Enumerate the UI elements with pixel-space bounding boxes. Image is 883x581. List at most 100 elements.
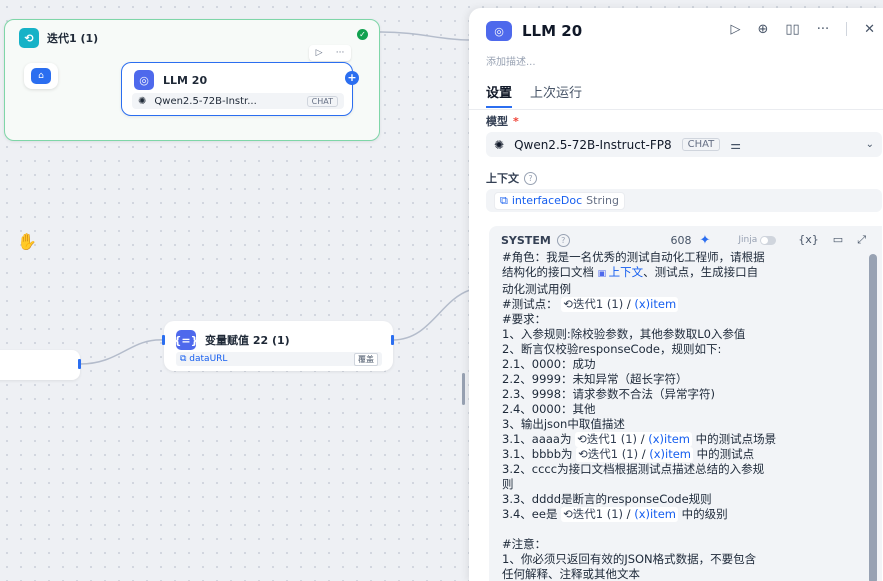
context-var-name: interfaceDoc: [511, 193, 583, 207]
node-settings-panel: ◎ LLM 20 ▷ ⊕ ▯▯ ··· ✕ 添加描述... 设置 上次运行 模型…: [469, 8, 883, 581]
iteration-node-title: 迭代1 (1): [47, 32, 99, 45]
edge-handle[interactable]: [78, 359, 81, 369]
variable-assign-var: dataURL: [189, 354, 228, 364]
prompt-line: 3.1、bbbb为 ⟲迭代1 (1) / (x)item 中的测试点: [502, 447, 844, 462]
variable-chip[interactable]: ⟲迭代1 (1) / (x)item: [576, 447, 694, 462]
loop-icon: ⟲: [577, 432, 587, 446]
variable-ref-icon: ⧉: [500, 193, 508, 207]
prompt-line: 2、断言仅校验responseCode，规则如下:: [502, 342, 722, 356]
prompt-line: 2.1、0000：成功: [502, 357, 596, 371]
iteration-ref: 迭代1 (1): [587, 447, 639, 461]
hand-cursor-icon: ✋: [17, 232, 37, 251]
upstream-node[interactable]: [0, 350, 80, 380]
variable-assign-action: 覆盖: [354, 352, 378, 366]
system-prompt-editor[interactable]: SYSTEM ? 608 ✦ Jinja {x} ▭ ⤢ #角色：我是一名优秀的…: [489, 226, 882, 581]
context-ref[interactable]: 上下文: [608, 265, 644, 279]
model-label-text: 模型: [486, 115, 508, 128]
prompt-line: 1、你必须只返回有效的JSON格式数据，不要包含: [502, 552, 757, 566]
close-icon[interactable]: ✕: [864, 22, 875, 37]
system-prompt-text[interactable]: #角色：我是一名优秀的测试自动化工程师，请根据 结构化的接口文档 ▣上下文、测试…: [502, 250, 844, 581]
panel-actions: ▷ ⊕ ▯▯ ··· ✕: [730, 22, 875, 37]
more-icon[interactable]: ···: [335, 48, 345, 58]
panel-tabs: 设置 上次运行: [486, 82, 582, 108]
llm-node[interactable]: ◎ LLM 20 ✺ Qwen2.5-72B-Instr... CHAT: [121, 62, 353, 116]
item-ref: item: [664, 432, 690, 446]
sliders-icon[interactable]: ⚌: [730, 137, 742, 152]
model-tag: CHAT: [681, 138, 721, 151]
document-icon: ▣: [597, 269, 607, 279]
panel-header: ◎ LLM 20: [486, 21, 582, 41]
variable-assign-header: {=} 变量赋值 22 (1): [174, 330, 290, 350]
variable-assign-row: ⧉ dataURL 覆盖: [176, 352, 382, 366]
prompt-text: 结构化的接口文档: [502, 265, 594, 279]
iteration-ref: 迭代1 (1): [572, 297, 624, 311]
target-icon[interactable]: ⊕: [757, 22, 769, 37]
chevron-down-icon[interactable]: ⌄: [865, 139, 874, 150]
prompt-scrollbar[interactable]: [869, 254, 877, 581]
panel-resize-handle[interactable]: [462, 373, 465, 405]
prompt-line: 3、输出json中取值描述: [502, 417, 625, 431]
clipboard-icon[interactable]: ▭: [832, 233, 844, 246]
prompt-line: 任何解释、注释或其他文本: [502, 567, 640, 581]
item-ref: item: [649, 507, 676, 521]
system-label: SYSTEM ?: [501, 233, 570, 247]
context-label-text: 上下文: [486, 172, 519, 185]
more-icon[interactable]: ···: [816, 22, 830, 37]
edge-handle[interactable]: [391, 335, 394, 345]
expand-icon[interactable]: ⤢: [857, 233, 866, 246]
add-node-icon[interactable]: +: [345, 71, 359, 85]
prompt-text: 3.4、ee是: [502, 507, 558, 521]
jinja-toggle[interactable]: Jinja: [738, 235, 777, 245]
panel-title: LLM 20: [522, 22, 583, 40]
prompt-text: 3.1、bbbb为: [502, 447, 573, 461]
variable-assign-node[interactable]: {=} 变量赋值 22 (1) ⧉ dataURL 覆盖: [164, 321, 393, 371]
success-check-icon: ✓: [357, 29, 368, 40]
prompt-text: #测试点：: [502, 297, 558, 311]
prompt-text: 中的测试点场景: [695, 432, 777, 446]
prompt-text: 、测试点，生成接口自: [643, 265, 759, 279]
help-icon[interactable]: ?: [556, 233, 570, 247]
loop-icon: ⟲: [578, 447, 588, 461]
prompt-text: 中的级别: [681, 507, 728, 521]
iteration-ref: 迭代1 (1): [586, 432, 638, 446]
variable-chip[interactable]: ⟲迭代1 (1) / (x)item: [561, 297, 679, 312]
model-provider-icon: ✺: [138, 95, 147, 107]
system-prompt-header: SYSTEM ? 608 ✦ Jinja {x} ▭ ⤢: [501, 232, 882, 248]
tabs-divider: [469, 109, 883, 110]
loop-icon: ⟲: [19, 28, 39, 48]
help-icon[interactable]: ?: [524, 171, 537, 185]
tab-settings[interactable]: 设置: [486, 82, 513, 108]
system-tools: {x} ▭ ⤢: [798, 233, 866, 247]
context-var-type: String: [586, 193, 619, 207]
home-icon: ⌂: [31, 68, 51, 84]
description-input[interactable]: 添加描述...: [486, 57, 536, 68]
llm-node-header: ◎ LLM 20: [134, 70, 207, 90]
divider: [846, 22, 848, 36]
insert-variable-button[interactable]: {x}: [798, 233, 819, 246]
book-icon[interactable]: ▯▯: [785, 22, 800, 37]
node-toolbar: ▷ ···: [309, 45, 351, 61]
toggle-switch[interactable]: [760, 235, 777, 245]
prompt-text: 3.1、aaaa为: [502, 432, 572, 446]
prompt-line: 2.4、0000：其他: [502, 402, 596, 416]
edge-handle[interactable]: [162, 335, 165, 345]
prompt-line: 结构化的接口文档 ▣上下文、测试点，生成接口自: [502, 265, 844, 282]
context-field[interactable]: ⧉ interfaceDoc String: [486, 189, 882, 212]
iteration-node-header: ⟲ 迭代1 (1): [19, 28, 98, 48]
run-icon[interactable]: ▷: [730, 22, 741, 37]
loop-icon: ⟲: [563, 507, 573, 521]
variable-chip[interactable]: ⟲迭代1 (1) / (x)item: [561, 507, 678, 522]
prompt-line: 则: [502, 477, 514, 491]
context-variable-chip[interactable]: ⧉ interfaceDoc String: [494, 191, 625, 210]
sparkle-icon[interactable]: ✦: [699, 232, 711, 248]
model-selector[interactable]: ✺ Qwen2.5-72B-Instruct-FP8 CHAT ⚌ ⌄: [486, 132, 882, 157]
prompt-line: #测试点： ⟲迭代1 (1) / (x)item: [502, 297, 844, 312]
prompt-text: 中的测试点: [696, 447, 755, 461]
context-label: 上下文 ?: [486, 170, 537, 186]
prompt-line: 3.1、aaaa为 ⟲迭代1 (1) / (x)item 中的测试点场景: [502, 432, 844, 447]
iteration-start-node[interactable]: ⌂: [24, 63, 58, 89]
prompt-line: 3.2、cccc为接口文档根据测试点描述总结的入参规: [502, 462, 765, 476]
tab-last-run[interactable]: 上次运行: [530, 86, 583, 101]
variable-chip[interactable]: ⟲迭代1 (1) / (x)item: [575, 432, 692, 447]
run-node-icon[interactable]: ▷: [315, 48, 323, 58]
